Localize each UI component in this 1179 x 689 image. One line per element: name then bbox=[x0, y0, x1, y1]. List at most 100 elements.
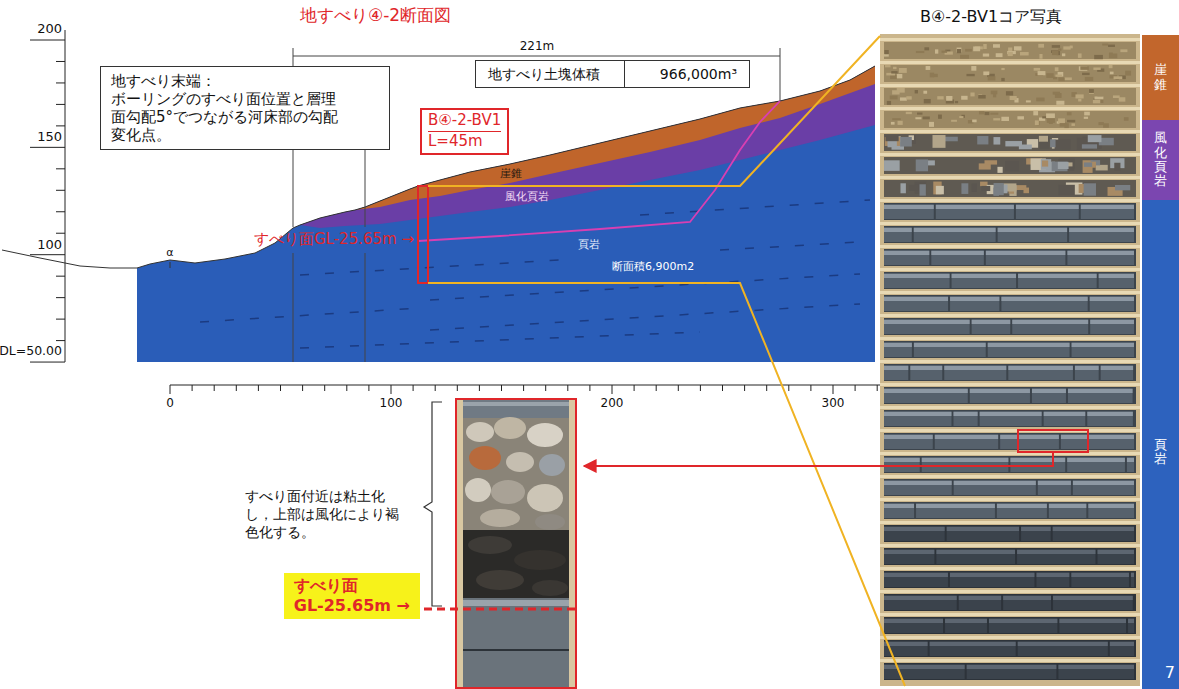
core-piece bbox=[959, 596, 1001, 600]
core-piece bbox=[970, 92, 974, 96]
core-piece bbox=[980, 182, 987, 186]
core-piece bbox=[884, 318, 1136, 335]
core-piece bbox=[1032, 388, 1066, 403]
core-piece bbox=[1050, 139, 1055, 147]
elevation-tick bbox=[56, 190, 65, 191]
core-piece bbox=[1038, 44, 1044, 48]
core-piece bbox=[945, 618, 987, 633]
core-piece bbox=[1081, 205, 1134, 209]
core-piece bbox=[884, 595, 957, 610]
core-piece bbox=[884, 343, 912, 347]
elevation-value: 150 bbox=[37, 130, 62, 145]
guide-line bbox=[365, 150, 366, 227]
core-piece bbox=[1033, 111, 1038, 115]
distance-value: 100 bbox=[380, 397, 403, 411]
distance-tick bbox=[501, 385, 502, 391]
core-piece bbox=[1020, 52, 1029, 55]
core-piece bbox=[884, 549, 934, 564]
core-piece bbox=[884, 273, 950, 288]
core-piece bbox=[936, 550, 1015, 554]
core-piece bbox=[463, 598, 569, 689]
core-piece bbox=[880, 176, 1140, 179]
core-piece bbox=[998, 228, 1067, 232]
core-piece bbox=[900, 137, 912, 147]
stratum-label: 風化頁岩 bbox=[505, 191, 549, 204]
core-piece bbox=[916, 159, 928, 171]
rock-fragment bbox=[527, 423, 563, 447]
core-piece bbox=[1061, 435, 1134, 439]
core-piece bbox=[920, 184, 926, 195]
core-piece bbox=[924, 99, 931, 103]
core-piece bbox=[891, 122, 895, 125]
bedding-line bbox=[200, 308, 420, 322]
area-value: 断面積6,900m2 bbox=[612, 261, 694, 274]
core-piece bbox=[891, 71, 897, 73]
core-piece bbox=[1075, 365, 1099, 380]
core-piece bbox=[950, 296, 999, 311]
core-piece bbox=[1131, 573, 1134, 577]
distance-tick bbox=[766, 385, 767, 391]
diagram-title: 地すべり④-2断面図 bbox=[300, 6, 451, 26]
core-piece bbox=[1071, 573, 1129, 577]
core-piece bbox=[880, 567, 1140, 570]
core-piece bbox=[997, 504, 1047, 508]
core-piece bbox=[884, 504, 914, 508]
core-piece bbox=[884, 594, 1136, 611]
core-piece bbox=[884, 50, 888, 54]
core-piece bbox=[1110, 642, 1134, 646]
core-piece bbox=[893, 67, 896, 69]
core-piece bbox=[930, 73, 934, 78]
callout-note: すべり面付近は粘土化し，上部は風化により褐色化する。 bbox=[245, 487, 410, 542]
core-piece bbox=[1058, 48, 1061, 50]
core-piece bbox=[1071, 123, 1074, 126]
core-piece bbox=[884, 134, 1136, 151]
core-piece bbox=[880, 199, 1140, 202]
core-piece bbox=[1115, 185, 1130, 190]
core-piece bbox=[1056, 101, 1064, 105]
core-piece bbox=[1059, 185, 1075, 195]
core-piece bbox=[972, 120, 976, 123]
core-piece bbox=[1075, 366, 1099, 370]
core-piece bbox=[898, 121, 903, 125]
core-piece bbox=[1071, 572, 1129, 587]
core-piece bbox=[1012, 320, 1088, 324]
core-piece bbox=[914, 228, 996, 232]
borehole-tag: B④-2-BV1L=45m bbox=[420, 108, 509, 155]
stratum-band: 風化頁岩 bbox=[1142, 120, 1179, 200]
core-piece bbox=[1016, 204, 1079, 219]
riverbed-line bbox=[2, 250, 137, 268]
core-piece bbox=[1058, 664, 1134, 679]
core-piece bbox=[886, 135, 899, 141]
core-piece bbox=[960, 55, 969, 59]
core-piece bbox=[947, 526, 1019, 541]
core-piece bbox=[1046, 73, 1053, 78]
core-piece bbox=[910, 365, 942, 380]
core-piece bbox=[932, 135, 945, 148]
distance-tick bbox=[435, 385, 436, 391]
distance-tick bbox=[280, 385, 281, 391]
core-piece bbox=[996, 53, 1003, 57]
core-piece bbox=[923, 116, 930, 119]
core-piece bbox=[959, 116, 963, 118]
core-piece bbox=[1114, 163, 1120, 171]
core-piece bbox=[1053, 526, 1134, 541]
distance-tick bbox=[612, 385, 613, 394]
distance-tick bbox=[324, 385, 325, 391]
core-piece bbox=[880, 360, 1140, 363]
core-piece bbox=[1021, 526, 1051, 541]
zoom-marker bbox=[1018, 430, 1088, 452]
core-piece bbox=[884, 366, 908, 370]
clay-lump bbox=[532, 580, 568, 596]
core-piece bbox=[1087, 411, 1133, 426]
core-piece bbox=[1055, 140, 1071, 150]
core-piece bbox=[884, 617, 1136, 634]
core-piece bbox=[937, 96, 943, 99]
core-piece bbox=[884, 365, 908, 380]
distance-tick bbox=[678, 385, 679, 391]
core-piece bbox=[1068, 389, 1133, 393]
core-piece bbox=[1064, 77, 1072, 80]
core-piece bbox=[1128, 619, 1134, 623]
core-piece bbox=[1067, 458, 1125, 462]
distance-value: 300 bbox=[822, 397, 845, 411]
core-piece bbox=[884, 479, 1136, 496]
